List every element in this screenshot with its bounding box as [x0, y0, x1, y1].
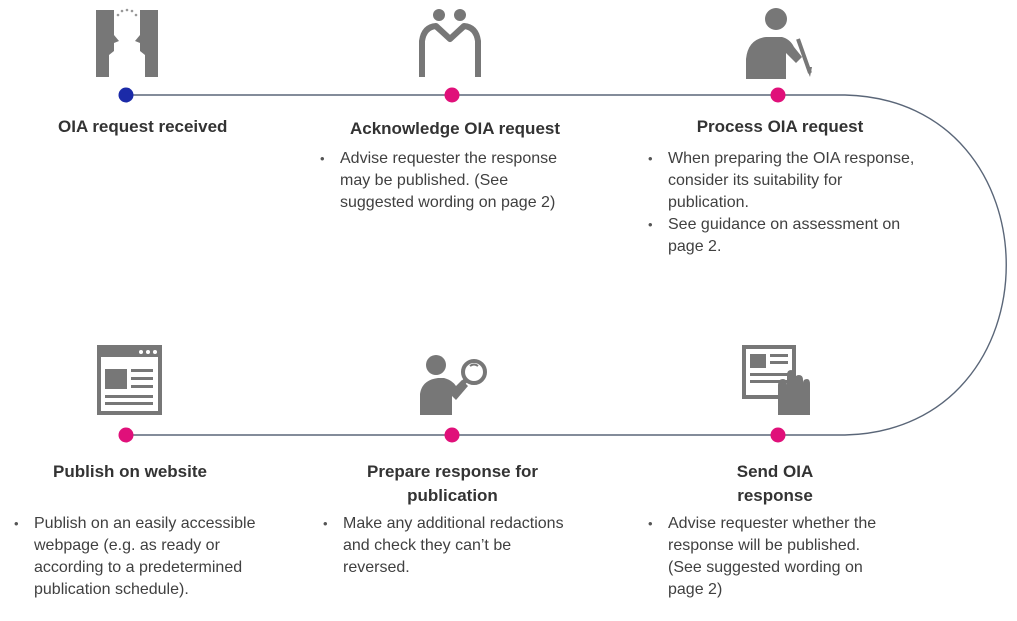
step-dot-5	[444, 427, 460, 443]
step-title-publish-on-website: Publish on website	[53, 462, 207, 481]
step-title-acknowledge-oia-request: Acknowledge OIA request	[349, 119, 561, 138]
bullet-item: When preparing the OIA response, conside…	[648, 148, 916, 214]
bullet-item: Publish on an easily accessible webpage …	[14, 513, 272, 601]
step-title-oia-request-received: OIA request received	[58, 117, 228, 136]
bullet-item: Make any additional redactions and check…	[323, 513, 573, 579]
step-6-bullets: Advise requester whether the response wi…	[648, 513, 898, 601]
bullet-item: Advise requester whether the response wi…	[648, 513, 898, 601]
step-title-prepare-response: Prepare response for publication	[366, 462, 538, 505]
person-magnifier-icon	[420, 355, 487, 415]
step-4-bullets: Publish on an easily accessible webpage …	[14, 513, 272, 601]
bullet-item: See guidance on assessment on page 2.	[648, 214, 916, 258]
step-dot-1	[118, 87, 134, 103]
curve-connector-line	[778, 94, 1007, 436]
step-dot-4	[118, 427, 134, 443]
step-dot-3	[770, 87, 786, 103]
step-3-bullets: When preparing the OIA response, conside…	[648, 148, 916, 258]
step-2-bullets: Advise requester the response may be pub…	[320, 148, 582, 214]
document-hand-icon	[742, 345, 810, 415]
step-5-bullets: Make any additional redactions and check…	[323, 513, 573, 579]
step-title-send-oia-response: Send OIA response	[736, 462, 814, 505]
person-writing-icon	[746, 8, 812, 79]
step-title-process-oia-request: Process OIA request	[696, 117, 864, 136]
step-dot-6	[770, 427, 786, 443]
two-faces-icon	[96, 8, 158, 77]
webpage-icon	[97, 345, 162, 415]
handshake-icon	[419, 9, 481, 77]
bullet-item: Advise requester the response may be pub…	[320, 148, 582, 214]
step-dot-2	[444, 87, 460, 103]
